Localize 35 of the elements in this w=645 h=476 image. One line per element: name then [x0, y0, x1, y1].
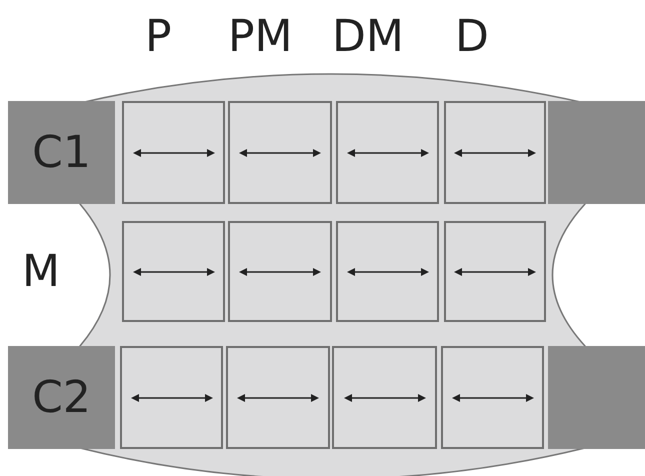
grid-cell-box: [332, 346, 437, 449]
row-label: C2: [32, 372, 91, 423]
grid-cell-box: [122, 221, 225, 322]
double-arrow-icon: [239, 268, 321, 276]
double-arrow-icon: [132, 148, 214, 156]
row-label: C1: [32, 127, 91, 178]
column-label: DM: [332, 15, 404, 59]
double-arrow-icon: [454, 148, 536, 156]
double-arrow-icon: [346, 268, 428, 276]
column-label: D: [455, 15, 489, 59]
double-arrow-icon: [132, 268, 214, 276]
double-arrow-icon: [237, 394, 319, 402]
shaded-band: [8, 346, 115, 449]
grid-cell-box: [444, 221, 546, 322]
grid-cell-box: [122, 101, 225, 204]
double-arrow-icon: [130, 394, 212, 402]
double-arrow-icon: [346, 148, 428, 156]
grid-cell-box: [120, 346, 223, 449]
double-arrow-icon: [454, 268, 536, 276]
grid-cell-box: [444, 101, 546, 204]
grid-cell-box: [336, 221, 439, 322]
shaded-band: [548, 346, 645, 449]
shaded-band: [8, 101, 115, 204]
row-label: M: [22, 250, 60, 294]
double-arrow-icon: [239, 148, 321, 156]
grid-cell-box: [226, 346, 330, 449]
column-label: P: [145, 15, 172, 59]
shaded-band: [548, 101, 645, 204]
grid-cell-box: [336, 101, 439, 204]
column-label: PM: [228, 15, 292, 59]
grid-cell-box: [228, 221, 332, 322]
double-arrow-icon: [344, 394, 426, 402]
grid-cell-box: [228, 101, 332, 204]
double-arrow-icon: [452, 394, 534, 402]
grid-cell-box: [441, 346, 544, 449]
